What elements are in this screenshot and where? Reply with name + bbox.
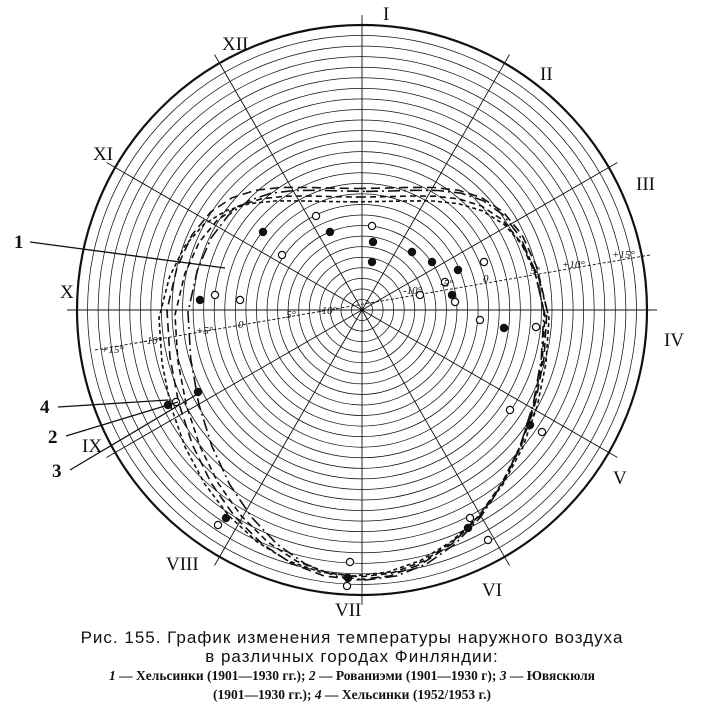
caption-legend-row-2: (1901—1930 гг.); 4 — Хельсинки (1952/195… <box>10 685 694 704</box>
figure-caption: Рис. 155. График изменения температуры н… <box>10 628 694 704</box>
legend-num-4: 4 <box>314 687 322 702</box>
scale-label-left-5: 5° <box>286 309 297 321</box>
curve-series-4 <box>158 200 550 577</box>
legend-text-1: — Хельсинки (1901—1930 гг.); <box>119 668 306 683</box>
scale-label-left-4: 0 <box>238 319 244 331</box>
month-label-4: IV <box>664 330 684 351</box>
month-spoke-2 <box>361 54 510 311</box>
curve-marker-5 <box>368 237 378 247</box>
series-number-2: 2 <box>48 427 58 448</box>
series-number-4: 4 <box>40 397 50 418</box>
scale-label-left-6: -10° <box>318 305 338 317</box>
curve-marker-19 <box>505 405 515 415</box>
curve-marker-21 <box>537 427 547 437</box>
month-label-10: X <box>60 282 74 303</box>
polar-temperature-figure: I II III IV V VI VII VIII IX X XI XII +1… <box>14 4 684 621</box>
curve-marker-14 <box>210 290 220 300</box>
curve-markers <box>163 211 547 591</box>
scale-label-left-1: +15° <box>101 344 124 356</box>
caption-subtitle: в различных городах Финляндии: <box>205 647 499 666</box>
curve-marker-1 <box>311 211 321 221</box>
legend-text-4: — Хельсинки (1952/1953 г.) <box>325 687 491 702</box>
scale-label-right-4: 5° <box>530 265 541 277</box>
month-label-1: I <box>383 4 389 25</box>
temperature-scale-axis <box>94 254 651 351</box>
scale-label-right-1: -10° <box>403 285 423 297</box>
curve-marker-9 <box>427 257 437 267</box>
curve-marker-2 <box>367 221 377 231</box>
legend-text-3b: (1901—1930 гг.); <box>213 687 312 702</box>
curve-marker-32 <box>342 581 352 591</box>
month-spoke-6 <box>361 309 510 566</box>
curve-marker-18 <box>531 322 541 332</box>
scale-label-right-2: -5° <box>440 278 454 290</box>
curve-marker-31 <box>343 573 353 583</box>
curve-marker-25 <box>465 513 475 523</box>
curve-series-3 <box>187 189 545 581</box>
curve-marker-10 <box>453 265 463 275</box>
curve-marker-3 <box>258 227 268 237</box>
curve-marker-11 <box>479 257 489 267</box>
curve-marker-13 <box>235 295 245 305</box>
curve-marker-33 <box>450 297 460 307</box>
month-label-6: VI <box>482 580 502 601</box>
curve-marker-15 <box>195 295 205 305</box>
curve-marker-28 <box>221 513 231 523</box>
series-2-leader <box>65 401 179 437</box>
month-spoke-12 <box>214 54 363 311</box>
month-label-5: V <box>613 468 627 489</box>
curve-marker-20 <box>525 420 535 430</box>
scale-label-right-6: +15° <box>612 249 635 261</box>
curve-marker-29 <box>213 520 223 530</box>
series-1-leader <box>29 241 226 269</box>
month-spoke-3 <box>361 162 618 311</box>
month-spoke-11 <box>106 162 363 311</box>
curve-marker-7 <box>367 257 377 267</box>
caption-title: Рис. 155. График изменения температуры н… <box>80 628 624 647</box>
month-label-11: XI <box>93 144 113 165</box>
month-label-8: VIII <box>166 554 199 575</box>
curve-series-2 <box>174 195 546 578</box>
month-label-7: VII <box>335 600 361 620</box>
curve-marker-22 <box>193 387 203 397</box>
series-number-3: 3 <box>52 461 62 482</box>
scale-label-left-3: +5° <box>196 325 214 337</box>
curve-marker-26 <box>463 523 473 533</box>
month-label-2: II <box>540 64 553 85</box>
scale-label-right-5: +10° <box>562 259 585 271</box>
polar-diagram: I II III IV V VI VII VIII IX X XI XII +1… <box>14 4 684 621</box>
curve-marker-12 <box>440 277 450 287</box>
curve-marker-6 <box>277 250 287 260</box>
curve-marker-27 <box>483 535 493 545</box>
curve-marker-34 <box>415 290 425 300</box>
legend-num-3: 3 <box>499 668 507 683</box>
curve-marker-4 <box>325 227 335 237</box>
month-spoke-9 <box>106 309 363 458</box>
legend-text-2: — Рованиэми (1901—1930 г); <box>318 668 497 683</box>
series-3-leader <box>69 394 197 471</box>
curve-series-1 <box>166 186 548 581</box>
temperature-curves <box>158 186 550 581</box>
curve-marker-8 <box>407 247 417 257</box>
month-spokes <box>67 15 657 605</box>
scale-label-left-2: -10° <box>143 335 163 347</box>
month-label-9: IX <box>82 436 102 457</box>
month-label-3: III <box>636 174 655 195</box>
scale-label-right-3: 0 <box>483 273 489 285</box>
caption-legend-row-1: 1 — Хельсинки (1901—1930 гг.); 2 — Рован… <box>10 666 694 685</box>
month-spoke-8 <box>214 309 363 566</box>
legend-num-2: 2 <box>308 668 316 683</box>
month-label-12: XII <box>222 34 248 55</box>
series-number-1: 1 <box>14 232 24 253</box>
month-spoke-5 <box>361 309 618 458</box>
legend-text-3: — Ювяскюля <box>509 668 595 683</box>
curve-marker-30 <box>345 557 355 567</box>
legend-num-1: 1 <box>109 668 116 683</box>
curve-marker-16 <box>475 315 485 325</box>
curve-marker-35 <box>447 290 457 300</box>
curve-marker-17 <box>499 323 509 333</box>
series-4-leader <box>57 399 169 408</box>
